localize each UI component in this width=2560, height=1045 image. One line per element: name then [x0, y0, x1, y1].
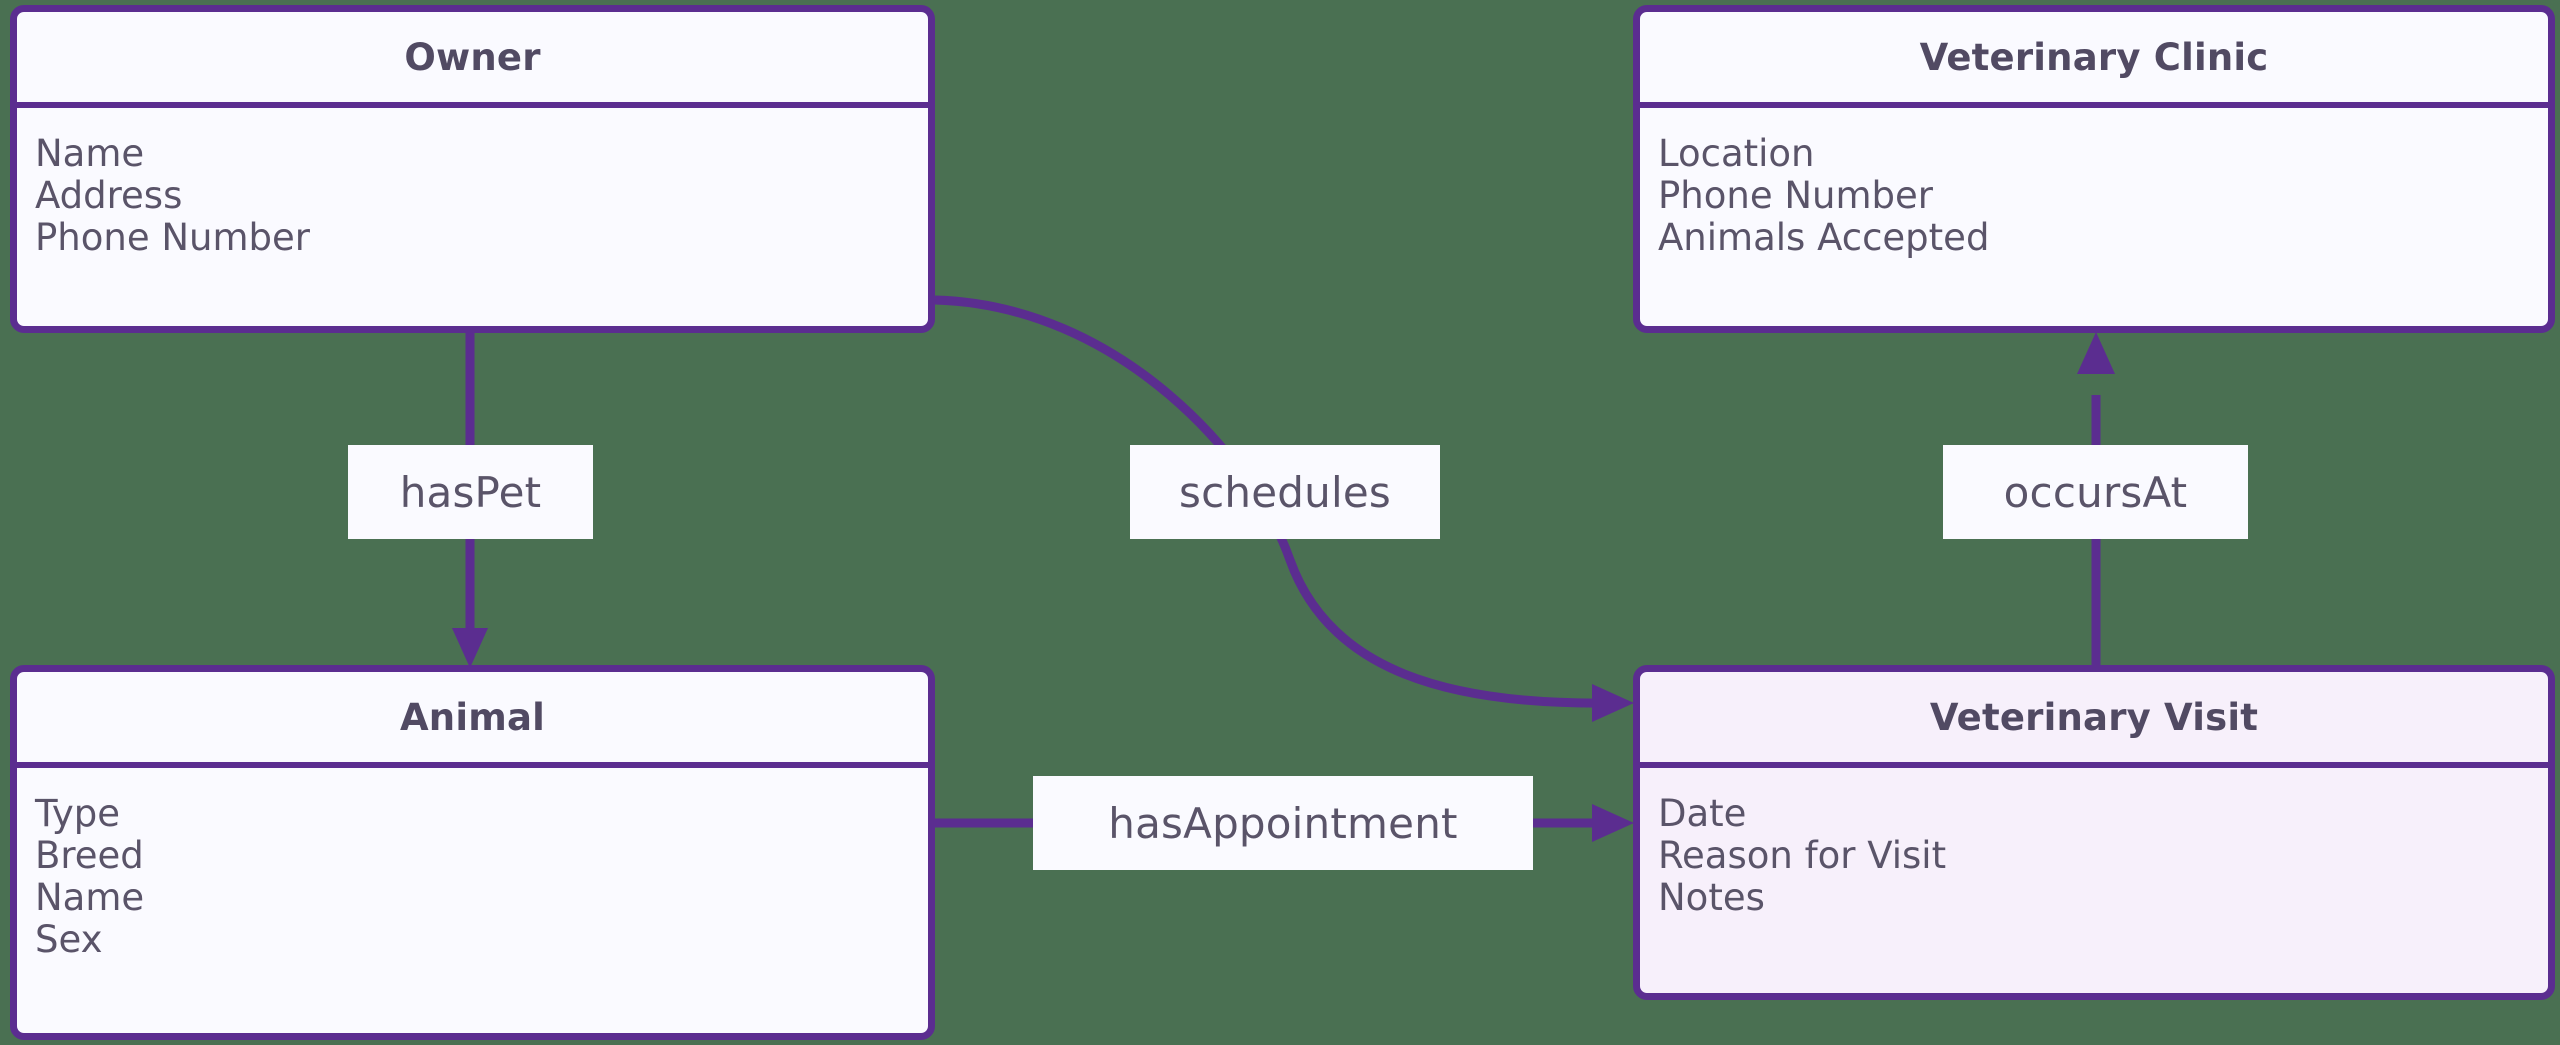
- edge-schedules-arrowhead: [1592, 684, 1634, 722]
- relationship-label-occursat[interactable]: occursAt: [1943, 445, 2248, 539]
- relationship-label-haspet[interactable]: hasPet: [348, 445, 593, 539]
- relationship-label-haspet-text: hasPet: [399, 467, 542, 517]
- attribute-item: Reason for Visit: [1658, 833, 1947, 877]
- edge-occursat-arrowhead: [2077, 332, 2115, 374]
- relationship-label-occursat-text: occursAt: [2003, 467, 2188, 517]
- entity-veterinary-visit[interactable]: Veterinary Visit Date Reason for Visit N…: [1633, 665, 2555, 1000]
- attribute-item: Phone Number: [35, 215, 311, 259]
- attribute-item: Animals Accepted: [1658, 215, 1990, 259]
- edge-haspet-arrowhead: [452, 628, 488, 668]
- attribute-item: Breed: [35, 833, 144, 877]
- entity-owner-header: Owner: [17, 12, 928, 108]
- attribute-item: Sex: [35, 917, 103, 961]
- entity-animal-title: Animal: [399, 695, 546, 739]
- entity-animal-header: Animal: [17, 672, 928, 768]
- relationship-label-schedules-text: schedules: [1179, 467, 1391, 517]
- relationship-label-schedules[interactable]: schedules: [1130, 445, 1440, 539]
- entity-animal[interactable]: Animal Type Breed Name Sex: [10, 665, 935, 1040]
- entity-veterinary-clinic-attributes: Location Phone Number Animals Accepted: [1640, 108, 2548, 259]
- attribute-item: Address: [35, 173, 183, 217]
- relationship-label-hasappointment-text: hasAppointment: [1108, 798, 1458, 848]
- attribute-item: Notes: [1658, 875, 1765, 919]
- entity-veterinary-visit-title: Veterinary Visit: [1929, 695, 2259, 739]
- entity-veterinary-visit-header: Veterinary Visit: [1640, 672, 2548, 768]
- attribute-item: Location: [1658, 132, 1815, 175]
- entity-veterinary-clinic-title: Veterinary Clinic: [1919, 35, 2269, 79]
- entity-veterinary-visit-attributes: Date Reason for Visit Notes: [1640, 768, 2548, 919]
- attribute-item: Type: [35, 792, 120, 835]
- entity-owner-attributes: Name Address Phone Number: [17, 108, 928, 259]
- relationship-label-hasappointment[interactable]: hasAppointment: [1033, 776, 1533, 870]
- attribute-item: Date: [1658, 792, 1747, 835]
- entity-veterinary-clinic[interactable]: Veterinary Clinic Location Phone Number …: [1633, 5, 2555, 333]
- entity-owner-title: Owner: [404, 35, 541, 79]
- attribute-item: Name: [35, 875, 145, 919]
- attribute-item: Phone Number: [1658, 173, 1934, 217]
- attribute-item: Name: [35, 132, 145, 175]
- entity-animal-attributes: Type Breed Name Sex: [17, 768, 928, 961]
- edge-hasappointment-arrowhead: [1592, 804, 1634, 842]
- entity-owner[interactable]: Owner Name Address Phone Number: [10, 5, 935, 333]
- entity-veterinary-clinic-header: Veterinary Clinic: [1640, 12, 2548, 108]
